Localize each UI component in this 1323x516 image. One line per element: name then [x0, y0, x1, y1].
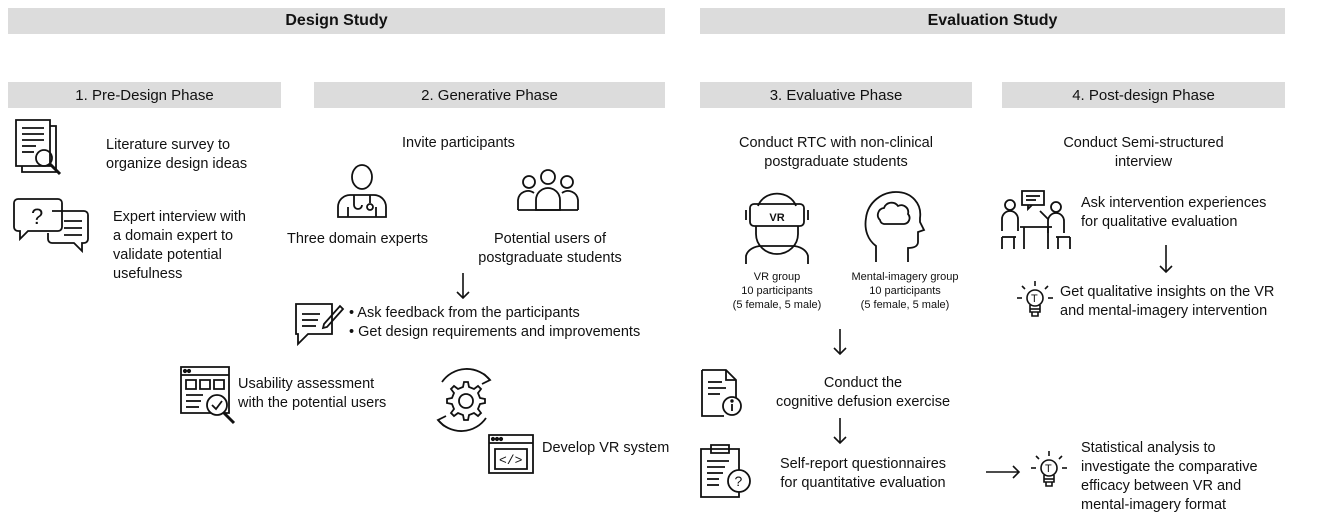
- three-domain-experts: Three domain experts: [287, 231, 429, 247]
- lightbulb-icon: T: [1016, 280, 1054, 320]
- usability-line2: with the potential users: [238, 395, 387, 411]
- expert-interview-line4: usefulness: [113, 266, 183, 282]
- down-arrow-generative-1: [456, 273, 470, 300]
- svg-text:?: ?: [735, 473, 743, 489]
- questionnaire-line2: for quantitative evaluation: [780, 475, 946, 491]
- expert-interview-line3: validate potential: [113, 247, 222, 263]
- statistics-line3: efficacy between VR and: [1081, 478, 1242, 494]
- ask-experiences-line1: Ask intervention experiences: [1081, 195, 1267, 211]
- phase-1-header: 1. Pre-Design Phase: [8, 82, 281, 108]
- expert-interview-line2: a domain expert to: [113, 228, 234, 244]
- svg-text:T: T: [1031, 293, 1038, 305]
- statistics-line4: mental-imagery format: [1081, 497, 1227, 513]
- expert-interview-line1: Expert interview with: [113, 209, 246, 225]
- invite-participants: Invite participants: [402, 135, 515, 151]
- vr-group-line3: (5 female, 5 male): [732, 299, 822, 311]
- evaluation-study-header: Evaluation Study: [700, 8, 1285, 34]
- mi-group-line2: 10 participants: [869, 285, 941, 297]
- down-arrow-post-design: [1159, 245, 1173, 274]
- lightbulb-icon-statistics: T: [1030, 450, 1068, 490]
- gear-cycle-icon: [424, 360, 504, 440]
- vr-group-line2: 10 participants: [741, 285, 813, 297]
- potential-users-line1: Potential users of: [493, 231, 607, 247]
- phase-2-header: 2. Generative Phase: [314, 82, 665, 108]
- svg-text:</>: </>: [499, 453, 523, 468]
- rtc-line1: Conduct RTC with non-clinical: [739, 135, 933, 151]
- usability-line1: Usability assessment: [238, 376, 375, 392]
- document-search-icon: [14, 118, 68, 178]
- vr-group-line1: VR group: [753, 271, 801, 283]
- rtc-line2: postgraduate students: [764, 154, 908, 170]
- down-arrow-evaluative-2: [833, 418, 847, 445]
- vr-headset-person-icon: VR: [742, 192, 812, 264]
- group-users-icon: [516, 168, 580, 214]
- mi-group-line3: (5 female, 5 male): [860, 299, 950, 311]
- design-study-header: Design Study: [8, 8, 665, 34]
- potential-users-line2: postgraduate students: [478, 250, 622, 266]
- svg-text:T: T: [1045, 463, 1052, 475]
- svg-text:VR: VR: [769, 212, 784, 224]
- doctor-icon: [334, 163, 390, 219]
- svg-text:?: ?: [31, 204, 43, 229]
- clipboard-question-icon: ?: [699, 443, 755, 499]
- phase-3-header: 3. Evaluative Phase: [700, 82, 972, 108]
- statistics-line1: Statistical analysis to: [1081, 440, 1216, 456]
- develop-vr-system: Develop VR system: [542, 440, 670, 456]
- code-window-icon: </>: [487, 433, 535, 475]
- statistics-line2: investigate the comparative: [1081, 459, 1258, 475]
- interview-line2: interview: [1114, 154, 1173, 170]
- right-arrow-to-statistics: [986, 465, 1021, 479]
- questionnaire-line1: Self-report questionnaires: [779, 456, 947, 472]
- literature-survey-line1: Literature survey to: [106, 137, 231, 153]
- mi-group-line1: Mental-imagery group: [851, 271, 959, 283]
- expert-chat-icon: ?: [12, 197, 92, 255]
- phase-4-header: 4. Post-design Phase: [1002, 82, 1285, 108]
- defusion-line1: Conduct the: [823, 375, 903, 391]
- feedback-note-icon: [294, 300, 344, 346]
- document-info-icon: [700, 368, 744, 418]
- feedback-line1: • Ask feedback from the participants: [349, 305, 580, 321]
- defusion-line2: cognitive defusion exercise: [775, 394, 951, 410]
- down-arrow-evaluative-1: [833, 329, 847, 356]
- usability-assessment-icon: [179, 365, 237, 425]
- interview-line1: Conduct Semi-structured: [1063, 135, 1224, 151]
- insights-line2: and mental-imagery intervention: [1060, 303, 1268, 319]
- ask-experiences-line2: for qualitative evaluation: [1081, 214, 1238, 230]
- literature-survey-line2: organize design ideas: [106, 156, 248, 172]
- insights-line1: Get qualitative insights on the VR: [1060, 284, 1275, 300]
- interview-meeting-icon: [1000, 189, 1072, 251]
- feedback-line2: • Get design requirements and improvemen…: [349, 324, 641, 340]
- mind-head-icon: [862, 190, 924, 264]
